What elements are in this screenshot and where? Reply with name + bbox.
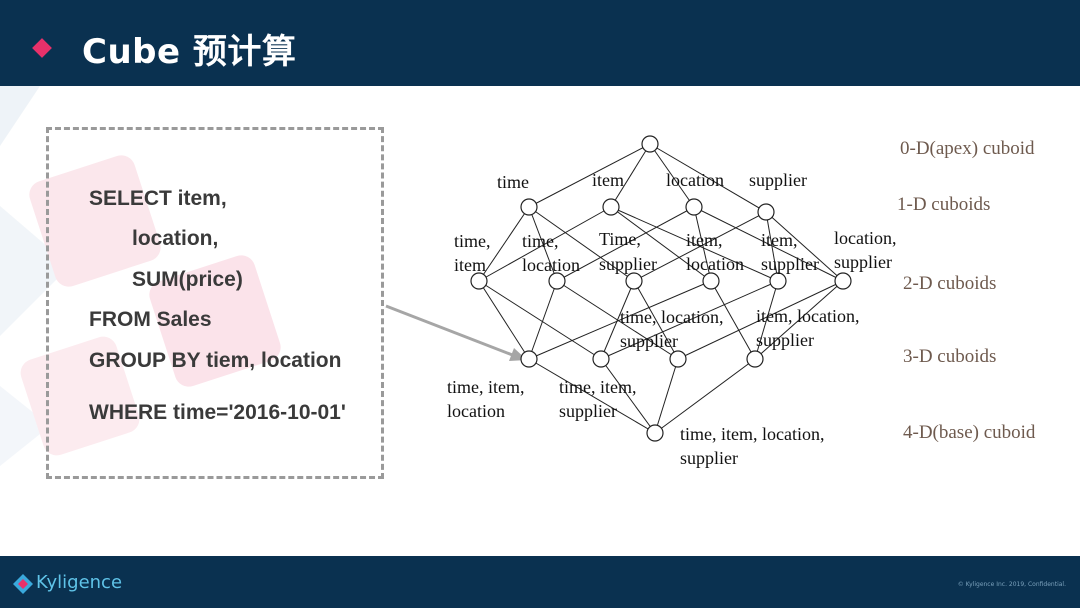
lattice-edge [765,211,844,282]
lattice-edge [754,280,844,360]
lattice-edge [478,206,612,282]
cuboid-label: Time, [599,229,641,249]
cuboid-label: supplier [680,448,738,468]
sql-query-box [46,127,384,479]
lattice-edge [754,280,779,360]
cuboid-label: item [592,170,624,190]
lattice-edge [528,206,635,282]
cuboid-label: location, [834,228,896,248]
lattice-edge [654,358,679,434]
lattice-edge [556,206,695,282]
cuboid-node [602,198,620,216]
cuboid-label: time, item, location, [680,424,824,444]
cuboid-node [646,424,664,442]
cuboid-label: item, [761,230,798,250]
lattice-edge [710,280,756,360]
sql-line: FROM Sales [89,308,212,331]
kyligence-logo-icon [13,574,33,594]
lattice-edge [528,280,558,360]
level-label: 1-D cuboids [897,194,990,215]
lattice-edge [610,206,779,282]
cuboid-label: time, item, [447,377,524,397]
cuboid-label: supplier [756,330,814,350]
lattice-edge [633,211,767,282]
sql-line: WHERE time='2016-10-01' [89,401,346,424]
cuboid-label: supplier [761,254,819,274]
lattice-edge [649,143,767,213]
cuboid-label: time [497,172,529,192]
lattice-edge [765,211,779,282]
sql-line: GROUP BY tiem, location [89,349,342,372]
cuboid-node [520,350,538,368]
cuboid-node [592,350,610,368]
cuboid-label: supplier [559,401,617,421]
sql-line: location, [132,227,219,250]
cuboid-node [685,198,703,216]
cuboid-label: item [454,255,486,275]
footer-bar: Kyligence © Kyligence Inc. 2019, Confide… [0,556,1080,608]
diamond-bullet-icon [32,38,52,58]
cuboid-label: item, [686,230,723,250]
lattice-edge [528,143,651,208]
lattice-edge [693,206,712,282]
lattice-edge [528,358,656,434]
lattice-edge [528,280,712,360]
cuboid-node [470,272,488,290]
lattice-edge [600,280,635,360]
level-label: 4-D(base) cuboid [903,422,1036,443]
lattice-edge [693,206,844,282]
cuboid-node [548,272,566,290]
lattice-edge [610,143,651,208]
sql-line: SELECT item, [89,187,227,210]
cuboid-lattice: time item location supplier time, item time, lo… [447,135,1036,468]
cuboid-label: supplier [599,254,657,274]
cuboid-node [834,272,852,290]
cuboid-label: location [447,401,505,421]
lattice-edge [610,206,712,282]
slide-title: Cube 预计算 [82,32,297,72]
cuboid-node [746,350,764,368]
cuboid-label: time, location, [620,307,723,327]
level-label: 0-D(apex) cuboid [900,138,1035,159]
title-bar: Cube 预计算 [0,0,1080,86]
cuboid-node [669,350,687,368]
lattice-edge [478,280,530,360]
cuboid-node [520,198,538,216]
lattice-edge [600,280,779,360]
cuboid-label: supplier [834,252,892,272]
cuboid-label: time, [522,231,559,251]
cuboid-node [625,272,643,290]
lattice-edge [649,143,695,208]
lattice-edge [677,280,844,360]
cuboid-label: supplier [620,331,678,351]
lattice-edge [654,358,756,434]
cuboid-label: item, location, [756,306,859,326]
brand-name: Kyligence [36,572,123,593]
cuboid-label: location [666,170,724,190]
lattice-edge [478,206,530,282]
lattice-edge [600,358,656,434]
lattice-edge [633,280,679,360]
lattice-edges [478,143,844,434]
cuboid-label: time, [454,231,491,251]
cuboid-label: supplier [749,170,807,190]
cuboid-label: location [522,255,580,275]
lattice-nodes [470,135,852,442]
lattice-edge [478,280,602,360]
cuboid-label: time, item, [559,377,636,397]
cuboid-node [757,203,775,221]
copyright-text: © Kyligence Inc. 2019, Confidential. [957,581,1066,588]
cuboid-node [769,272,787,290]
level-label: 2-D cuboids [903,273,996,294]
sql-line: SUM(price) [132,268,243,291]
background-decoration [0,86,70,466]
level-label: 3-D cuboids [903,346,996,367]
cuboid-node [702,272,720,290]
pink-decoration [20,155,281,456]
cuboid-node [641,135,659,153]
cuboid-label: location [686,254,744,274]
lattice-edge [528,206,558,282]
